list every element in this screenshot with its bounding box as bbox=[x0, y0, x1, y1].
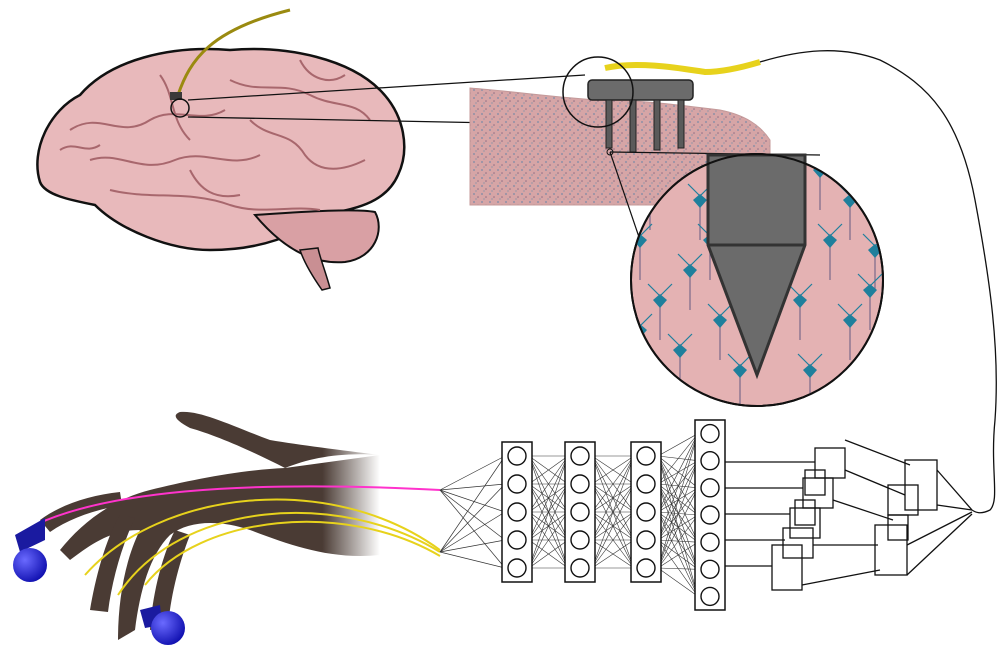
network-node bbox=[508, 447, 526, 465]
network-node bbox=[701, 506, 719, 524]
brain-illustration bbox=[37, 10, 404, 290]
network-node bbox=[508, 503, 526, 521]
network-node bbox=[701, 479, 719, 497]
fingertip-marker-2 bbox=[151, 611, 185, 645]
network-node bbox=[571, 503, 589, 521]
network-node bbox=[571, 559, 589, 577]
decoder-block-a4 bbox=[783, 528, 813, 558]
network-node bbox=[637, 447, 655, 465]
neural-network-diagram bbox=[502, 420, 725, 610]
decoder-block-a5 bbox=[772, 545, 802, 590]
decoder-block-a2 bbox=[803, 478, 833, 508]
network-node bbox=[571, 475, 589, 493]
network-node bbox=[701, 452, 719, 470]
decoder-blocks bbox=[725, 440, 972, 590]
network-node bbox=[701, 560, 719, 578]
network-node bbox=[571, 447, 589, 465]
network-node bbox=[701, 533, 719, 551]
virtual-hand-model bbox=[13, 412, 440, 645]
network-node bbox=[508, 559, 526, 577]
decoder-block-a1 bbox=[815, 448, 845, 478]
network-node bbox=[571, 531, 589, 549]
network-node bbox=[637, 559, 655, 577]
decoder-block-b3 bbox=[875, 525, 907, 575]
network-node bbox=[637, 503, 655, 521]
network-node bbox=[701, 587, 719, 605]
network-node bbox=[637, 531, 655, 549]
network-node bbox=[508, 475, 526, 493]
network-node bbox=[637, 475, 655, 493]
neuron-zoom-view bbox=[628, 154, 887, 410]
network-node bbox=[701, 425, 719, 443]
fingertip-marker-1 bbox=[13, 548, 47, 582]
network-node bbox=[508, 531, 526, 549]
